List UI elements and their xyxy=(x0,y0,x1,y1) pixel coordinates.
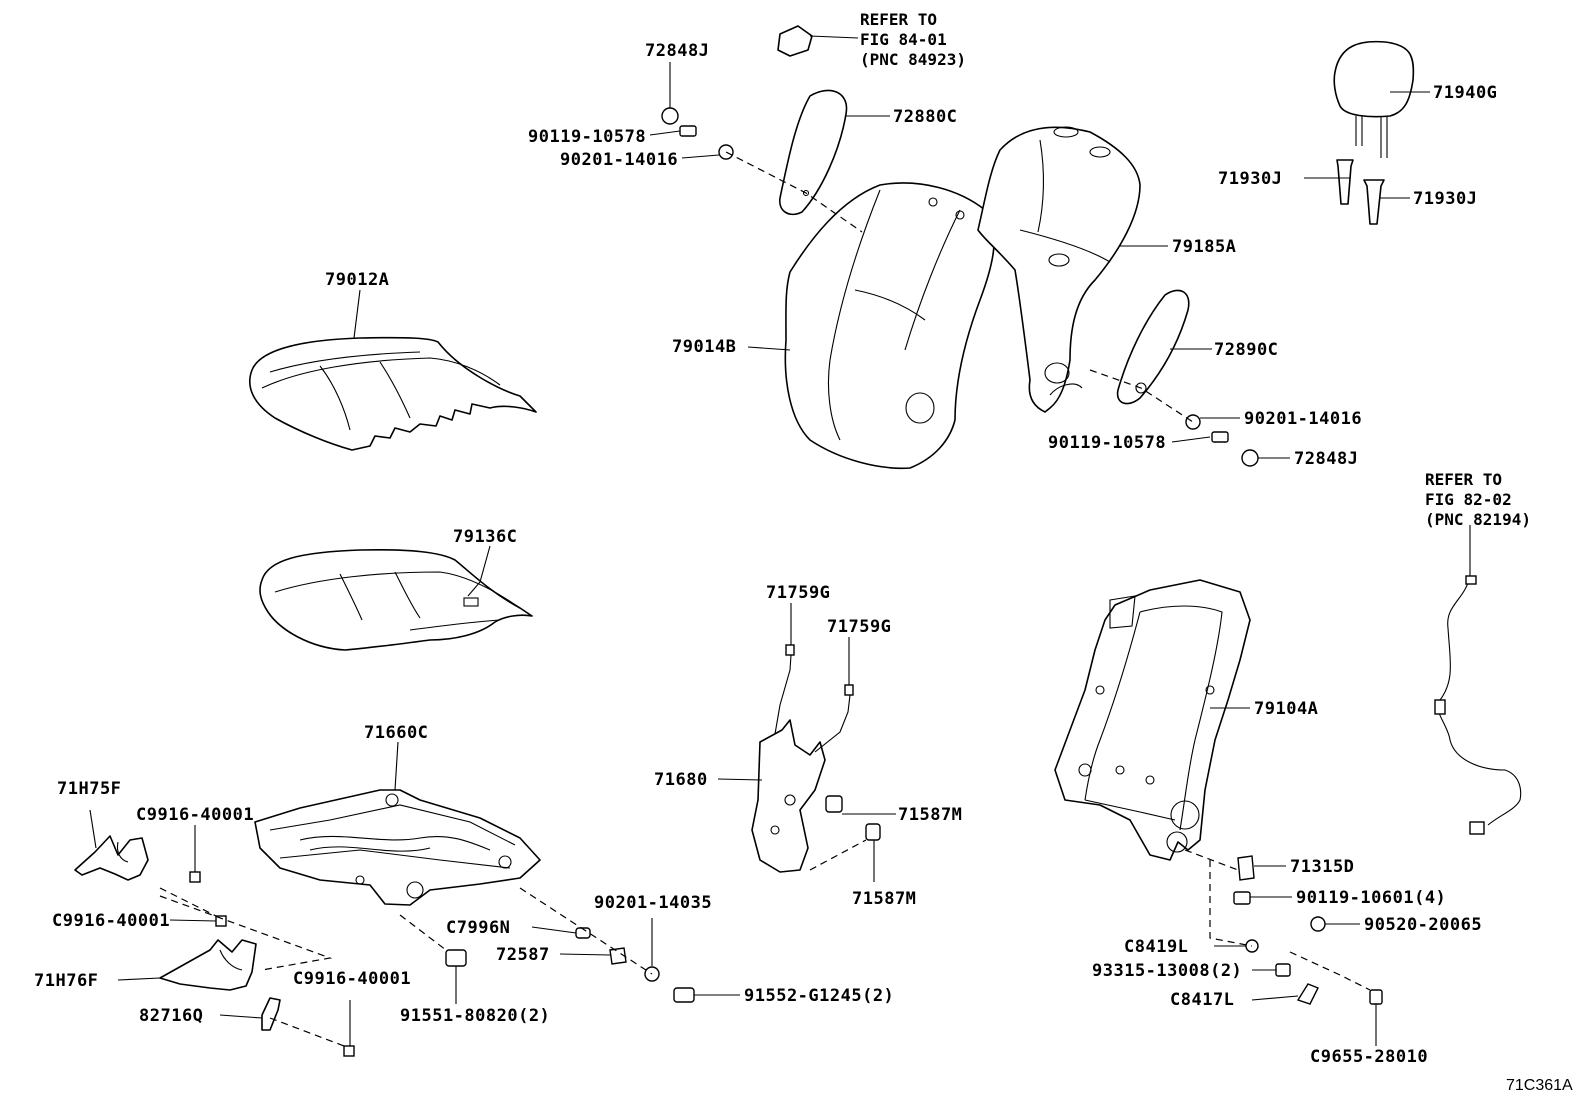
part-label: 72890C xyxy=(1214,340,1278,360)
ref-82-02-line-1: REFER TO xyxy=(1425,470,1502,489)
seat-cushion-cover xyxy=(249,336,537,451)
part-label: C9916-40001 xyxy=(293,969,411,989)
part-label: 90201-14016 xyxy=(1244,409,1362,429)
headrest-guide-right xyxy=(1363,179,1385,225)
leader-lines xyxy=(89,35,1430,1046)
part-label: 90201-14016 xyxy=(560,150,678,170)
part-label: C9916-40001 xyxy=(52,911,170,931)
fasteners xyxy=(189,25,1383,1057)
part-labels: 72848J 90119-10578 90201-14016 72880C 71… xyxy=(34,41,1497,1067)
part-label: 90119-10578 xyxy=(1048,433,1166,453)
clip-71587m-b xyxy=(865,823,881,841)
ref-84-01-line-2: FIG 84-01 xyxy=(860,30,947,49)
cover-71h75f xyxy=(74,835,149,881)
part-label: 90201-14035 xyxy=(594,893,712,913)
part-label: C9655-28010 xyxy=(1310,1047,1428,1067)
clip-71587m-a xyxy=(825,795,843,813)
part-label: 71660C xyxy=(364,723,428,743)
part-label: 71H75F xyxy=(57,779,121,799)
ref-82-02-line-2: FIG 82-02 xyxy=(1425,490,1512,509)
diagram-code: 71C361A xyxy=(1506,1077,1573,1094)
ref-84-01-line-1: REFER TO xyxy=(860,10,937,29)
part-label: 90520-20065 xyxy=(1364,915,1482,935)
seat-side-cover-72890c xyxy=(1116,289,1190,405)
part-label: 71587M xyxy=(852,889,916,909)
reference-notes: REFER TO FIG 84-01 (PNC 84923) REFER TO … xyxy=(860,10,1531,529)
part-label: 79012A xyxy=(325,270,389,290)
headrest xyxy=(1333,40,1415,158)
part-label: 93315-13008(2) xyxy=(1092,961,1242,981)
part-label: 72848J xyxy=(1294,449,1358,469)
part-label: 71H76F xyxy=(34,971,98,991)
part-label: 71587M xyxy=(898,805,962,825)
part-label: C7996N xyxy=(446,918,510,938)
part-label: 90119-10578 xyxy=(528,127,646,147)
seat-back-cover xyxy=(977,126,1141,413)
part-label: 71930J xyxy=(1218,169,1282,189)
part-label: 79014B xyxy=(672,337,736,357)
part-label: 91552-G1245(2) xyxy=(744,986,894,1006)
ref-84-01-line-3: (PNC 84923) xyxy=(860,50,966,69)
part-label: 72848J xyxy=(645,41,709,61)
part-label: 91551-80820(2) xyxy=(400,1006,550,1026)
seat-back-frame xyxy=(1054,579,1251,861)
part-label: 90119-10601(4) xyxy=(1296,888,1446,908)
bracket-82716q xyxy=(261,997,281,1031)
headrest-guide-left xyxy=(1336,159,1354,205)
seat-wire-harness xyxy=(1434,525,1522,835)
part-label: C8419L xyxy=(1124,937,1188,957)
part-label: 71315D xyxy=(1290,857,1354,877)
cover-71h76f xyxy=(159,939,257,991)
part-label: 79104A xyxy=(1254,699,1318,719)
part-label: C9916-40001 xyxy=(136,805,254,825)
part-label: 72880C xyxy=(893,107,957,127)
part-label: 79185A xyxy=(1172,237,1236,257)
part-label: 71940G xyxy=(1433,83,1497,103)
part-label: 71759G xyxy=(827,617,891,637)
part-label: 71930J xyxy=(1413,189,1477,209)
seat-back-pad xyxy=(784,182,995,470)
assembly-lines xyxy=(159,151,1371,1047)
part-label: C8417L xyxy=(1170,990,1234,1010)
part-label: 82716Q xyxy=(139,1006,203,1026)
seat-adjuster-frame xyxy=(254,789,541,906)
seat-back-board-71680 xyxy=(751,644,854,873)
part-label: 71759G xyxy=(766,583,830,603)
part-label: 71680 xyxy=(654,770,708,790)
seat-cushion-pad xyxy=(259,549,533,651)
part-label: 79136C xyxy=(453,527,517,547)
ref-82-02-line-3: (PNC 82194) xyxy=(1425,510,1531,529)
part-label: 72587 xyxy=(496,945,550,965)
seat-side-cover-72880c xyxy=(779,89,848,216)
